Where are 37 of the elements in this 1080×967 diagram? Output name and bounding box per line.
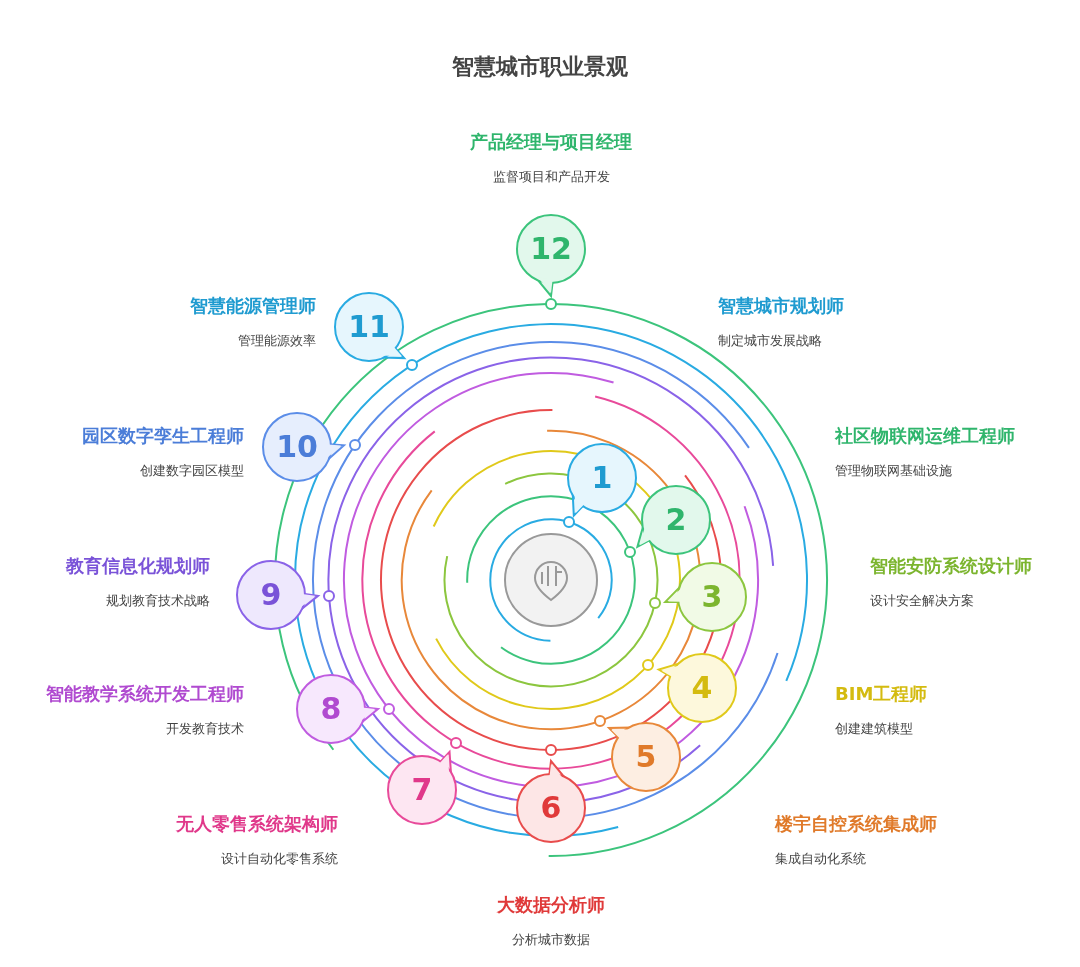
step-number: 5 [635, 740, 657, 774]
role-description: 设计自动化零售系统 [221, 850, 338, 868]
step-number: 10 [276, 430, 318, 464]
role-description: 创建建筑模型 [835, 720, 913, 738]
step-number: 6 [540, 791, 562, 825]
diagram-title: 智慧城市职业景观 [452, 53, 628, 81]
step-number: 4 [691, 671, 713, 705]
role-description: 集成自动化系统 [775, 850, 866, 868]
role-description: 监督项目和产品开发 [492, 168, 610, 186]
role-title: 社区物联网运维工程师 [835, 424, 1015, 448]
role-title: 园区数字孪生工程师 [82, 424, 244, 448]
step-number: 8 [320, 692, 342, 726]
step-number: 1 [591, 461, 613, 495]
role-title: BIM工程师 [835, 682, 928, 706]
role-title: 教育信息化规划师 [66, 554, 210, 578]
role-description: 开发教育技术 [166, 720, 244, 738]
step-number: 3 [701, 580, 723, 614]
role-title: 智慧城市规划师 [718, 294, 844, 318]
role-title: 智能安防系统设计师 [870, 554, 1032, 578]
role-title: 楼宇自控系统集成师 [775, 812, 937, 836]
role-title: 智慧能源管理师 [190, 294, 316, 318]
step-number: 7 [411, 773, 433, 807]
role-description: 设计安全解决方案 [870, 592, 974, 610]
role-title: 智能教学系统开发工程师 [46, 682, 244, 706]
role-description: 制定城市发展战略 [718, 332, 822, 350]
role-description: 管理能源效率 [238, 332, 316, 350]
step-number: 11 [348, 310, 390, 344]
step-number: 2 [665, 503, 687, 537]
role-description: 分析城市数据 [512, 931, 590, 949]
role-title: 无人零售系统架构师 [176, 812, 338, 836]
step-number: 9 [260, 578, 282, 612]
role-title: 产品经理与项目经理 [470, 130, 632, 154]
step-number: 12 [530, 232, 572, 266]
role-description: 创建数字园区模型 [140, 462, 244, 480]
role-description: 规划教育技术战略 [106, 592, 210, 610]
role-title: 大数据分析师 [497, 893, 605, 917]
role-description: 管理物联网基础设施 [835, 462, 952, 480]
